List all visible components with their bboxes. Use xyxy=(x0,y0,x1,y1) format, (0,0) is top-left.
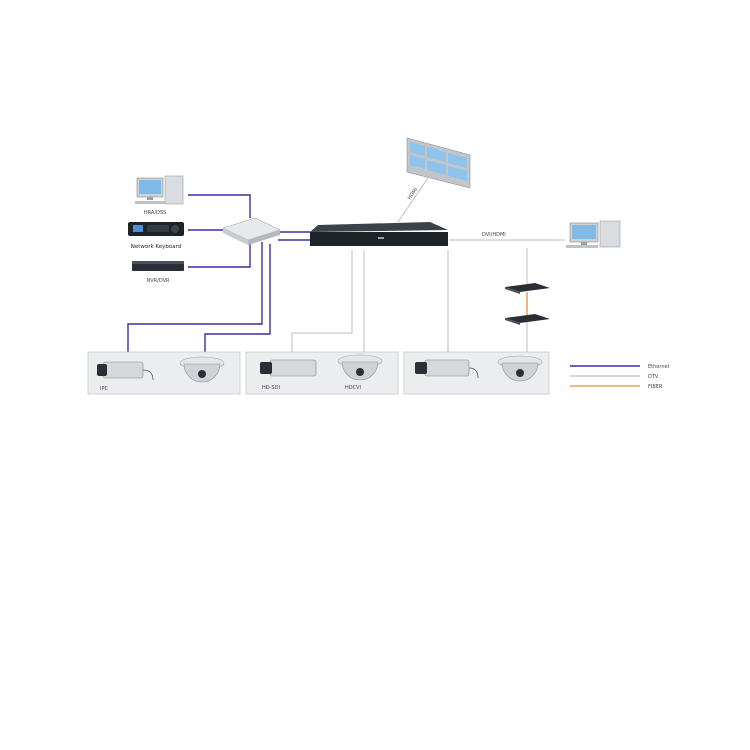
pc-left-keyboard xyxy=(135,201,165,204)
box-camera-body xyxy=(424,359,470,377)
ethernet-line-camera-2 xyxy=(204,244,271,358)
dome-camera xyxy=(179,356,225,383)
ethernet-line-pc xyxy=(188,194,251,218)
camera-group-2: HD-SDI HDCVI xyxy=(245,351,399,395)
legend-label-fiber: FIBER xyxy=(648,384,663,390)
video-wall-screen-1 xyxy=(410,142,425,156)
camera-group-3 xyxy=(403,351,550,395)
network-switch xyxy=(222,217,281,245)
video-wall-screen-2 xyxy=(427,147,446,162)
pc-right xyxy=(566,220,621,248)
box-camera xyxy=(415,359,479,379)
pc-left-stand xyxy=(147,197,153,200)
video-wall-screen-5 xyxy=(427,160,446,175)
box-camera-body xyxy=(102,361,144,379)
camera-group-2-box-label: HD-SDI xyxy=(262,385,280,391)
pc-right-screen xyxy=(572,225,596,239)
fiber-transceiver-top xyxy=(505,283,550,294)
pc-left-screen xyxy=(139,180,161,194)
legend: Ethernet DTV FIBER xyxy=(570,364,670,390)
camera-group-2-dome-label: HDCVI xyxy=(345,385,361,391)
transceiver-bottom-edge xyxy=(505,318,520,325)
dome-camera xyxy=(337,354,383,381)
hdmi-line-wall xyxy=(397,174,431,223)
keyboard-keys xyxy=(147,225,169,232)
network-keyboard xyxy=(128,222,184,236)
video-wall xyxy=(406,137,471,189)
video-wall-screen-4 xyxy=(410,155,425,169)
dome-camera-lens xyxy=(356,368,364,376)
dome-camera-lens xyxy=(198,370,206,378)
keyboard-screen xyxy=(133,225,143,232)
ethernet-lines xyxy=(127,194,310,358)
hdmi-link-label: DVI/HDMI xyxy=(482,232,506,238)
switch-side xyxy=(223,228,248,245)
transceiver-bottom-face xyxy=(505,314,550,323)
ethernet-line-camera-1 xyxy=(127,242,263,358)
dome-camera-lens xyxy=(516,369,524,377)
box-camera-cable xyxy=(468,367,479,379)
fiber-transceiver-bottom xyxy=(505,314,550,325)
nvr-front xyxy=(132,261,184,264)
keyboard-label: Network Keyboard xyxy=(131,244,182,250)
box-camera-lens xyxy=(97,364,107,376)
nvr-device xyxy=(132,261,184,271)
box-camera-cable xyxy=(142,369,154,381)
server-indicator xyxy=(378,237,384,239)
coax-lines xyxy=(291,174,565,356)
box-camera xyxy=(260,359,317,377)
pc-left-tower xyxy=(164,175,184,205)
transceiver-top-face xyxy=(505,283,550,292)
legend-label-ethernet: Ethernet xyxy=(648,364,670,370)
video-wall-screen-3 xyxy=(448,153,467,168)
coax-line-hd-sdi xyxy=(291,250,353,356)
transceiver-top-edge xyxy=(505,287,520,294)
box-camera-lens xyxy=(260,362,272,374)
switch-front xyxy=(248,230,280,245)
ethernet-line-nvr xyxy=(188,242,251,268)
camera-group-1: IPC xyxy=(87,351,241,395)
video-wall-screen-6 xyxy=(448,166,467,181)
camera-group-1-label: IPC xyxy=(100,386,108,392)
keyboard-joystick xyxy=(171,225,179,233)
pc-right-keyboard xyxy=(566,245,598,248)
box-camera xyxy=(97,361,154,381)
pc-right-stand xyxy=(581,242,587,245)
pc-left-label: HRA/DSS xyxy=(144,210,166,216)
central-server xyxy=(310,222,448,246)
box-camera-lens xyxy=(415,362,427,374)
nvr-label: NVR/DVR xyxy=(147,278,171,284)
box-camera-body xyxy=(269,359,317,377)
legend-label-dtv: DTV xyxy=(648,374,659,380)
dome-camera xyxy=(497,355,543,382)
pc-right-tower xyxy=(599,220,621,248)
server-top xyxy=(310,222,448,232)
pc-left xyxy=(135,175,184,205)
